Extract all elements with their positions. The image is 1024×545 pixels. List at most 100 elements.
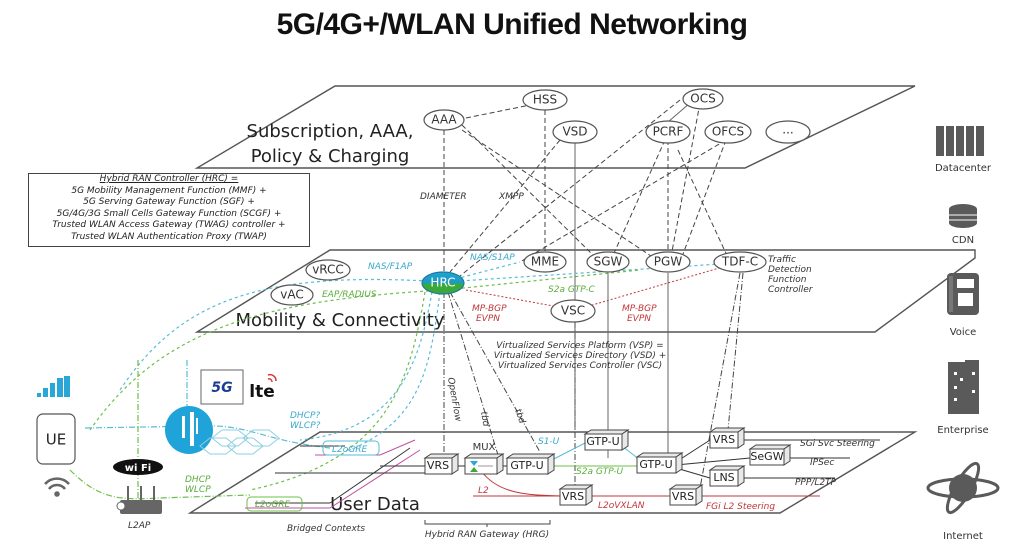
l2ap-label: L2AP xyxy=(128,521,151,531)
hrg-bracket xyxy=(424,520,551,527)
label-bridged-contexts: Bridged Contexts xyxy=(287,524,365,534)
hrc-definition-line: Trusted WLAN Authentication Proxy (TWAP) xyxy=(71,231,267,242)
svg-text:SGW: SGW xyxy=(594,255,623,269)
tdf-desc-1: Traffic xyxy=(768,255,796,265)
label-dhcp-1: DHCP xyxy=(185,475,211,485)
svg-text:VRS: VRS xyxy=(427,459,449,472)
vrs-box-3[interactable]: VRS xyxy=(668,484,704,506)
service-label-enterprise: Enterprise xyxy=(937,425,988,436)
node-vac[interactable]: vAC xyxy=(270,284,314,306)
service-label-datacenter: Datacenter xyxy=(935,163,992,174)
svg-text:TDF-C: TDF-C xyxy=(721,255,758,269)
label-openflow: OpenFlow xyxy=(445,377,463,423)
subscription-plane-label-2: Policy & Charging xyxy=(251,146,410,167)
svg-text:GTP-U: GTP-U xyxy=(510,459,543,472)
node-sgw[interactable]: SGW xyxy=(586,251,630,273)
internet-icon xyxy=(926,461,1000,515)
5g-logo-icon: 5G xyxy=(200,369,244,405)
svg-text:SeGW: SeGW xyxy=(750,450,783,463)
label-dhcp-q-1: DHCP? xyxy=(290,411,320,421)
svg-text:VRS: VRS xyxy=(562,490,584,503)
vrs-box-4[interactable]: VRS xyxy=(708,427,746,449)
node-tdf-c[interactable]: TDF-C xyxy=(713,251,767,273)
vsp-line-1: Virtualized Services Platform (VSP) = xyxy=(496,341,663,351)
svg-text:VSC: VSC xyxy=(561,304,585,318)
wifi-logo-icon: wi Fi xyxy=(113,459,163,475)
label-fgi-l2-steering: FGi L2 Steering xyxy=(706,502,775,512)
node-pgw[interactable]: PGW xyxy=(645,251,691,273)
hrc-definition-line: 5G/4G/3G Small Cells Gateway Function (S… xyxy=(56,208,282,219)
mobility-connections xyxy=(89,261,744,491)
cdn-icon xyxy=(949,204,977,228)
svg-text:VSD: VSD xyxy=(562,125,587,139)
svg-text:wi Fi: wi Fi xyxy=(125,463,151,474)
label-nas-s1ap: NAS/S1AP xyxy=(470,253,515,263)
svg-text:vRCC: vRCC xyxy=(312,263,344,277)
node-hss[interactable]: HSS xyxy=(522,89,568,111)
label-mp-bgp-left-2: EVPN xyxy=(476,314,500,324)
l2ap-router-icon[interactable] xyxy=(116,486,162,514)
label-s1-u: S1-U xyxy=(538,437,560,447)
vrs-box-2[interactable]: VRS xyxy=(558,484,594,506)
mobility-plane-label: Mobility & Connectivity xyxy=(236,310,445,331)
node-vsd[interactable]: VSD xyxy=(552,120,598,144)
vsp-line-2: Virtualized Services Directory (VSD) + xyxy=(494,351,667,361)
tdf-desc-2: Detection xyxy=(768,265,812,275)
service-label-internet: Internet xyxy=(943,531,983,542)
node-aaa[interactable]: AAA xyxy=(423,109,465,131)
svg-text:GTP-U: GTP-U xyxy=(586,435,619,448)
svg-text:PCRF: PCRF xyxy=(653,125,684,139)
svg-text:VRS: VRS xyxy=(713,433,735,446)
gtp-u-box-3[interactable]: GTP-U xyxy=(635,452,684,474)
hrc-definition-line: 5G Mobility Management Function (MMF) + xyxy=(71,185,267,196)
node-ocs[interactable]: OCS xyxy=(682,88,724,110)
diagram-title: 5G/4G+/WLAN Unified Networking xyxy=(276,8,748,41)
node-more[interactable]: ... xyxy=(765,120,811,144)
svg-text:vAC: vAC xyxy=(280,288,303,302)
node-pcrf[interactable]: PCRF xyxy=(645,120,691,144)
label-sgi-svc-steering: SGi Svc Steering xyxy=(800,439,875,449)
node-mme[interactable]: MME xyxy=(523,251,567,273)
hrc-definition-line: Trusted WLAN Access Gateway (TWAG) contr… xyxy=(52,220,286,230)
gtp-u-box-1[interactable]: GTP-U xyxy=(505,453,556,475)
node-ofcs[interactable]: OFCS xyxy=(704,120,752,144)
ue-device[interactable]: UE xyxy=(36,413,76,465)
label-mp-bgp-left-1: MP-BGP xyxy=(472,304,507,314)
label-dhcp-q-2: WLCP? xyxy=(290,421,321,431)
segw-box[interactable]: SeGW xyxy=(748,444,792,466)
label-tbd-2: tbd xyxy=(512,408,527,426)
datacenter-icon xyxy=(936,126,984,156)
hrc-definition-box: Hybrid RAN Controller (HRC) = 5G Mobilit… xyxy=(28,173,310,247)
label-l2: L2 xyxy=(478,486,489,496)
voice-icon xyxy=(947,273,979,315)
gtp-u-box-2[interactable]: GTP-U xyxy=(583,429,630,451)
node-hrc[interactable]: HRC xyxy=(421,271,465,295)
label-nas-f1ap: NAS/F1AP xyxy=(368,262,413,272)
l2ogre-tunnel-cyan[interactable]: L2oGRE xyxy=(322,440,380,456)
svg-text:AAA: AAA xyxy=(431,113,457,127)
node-vrcc[interactable]: vRCC xyxy=(305,259,351,281)
label-diameter: DIAMETER xyxy=(420,192,467,202)
svg-text:5G: 5G xyxy=(211,380,232,396)
label-ppp-l2tp: PPP/L2TP xyxy=(795,478,837,488)
label-s2a-gtp-c: S2a GTP-C xyxy=(548,285,595,295)
vrs-box-1[interactable]: VRS xyxy=(423,453,460,475)
node-vsc[interactable]: VSC xyxy=(550,299,596,323)
mux-box[interactable] xyxy=(463,453,505,475)
svg-text:OFCS: OFCS xyxy=(712,125,744,139)
label-hrg: Hybrid RAN Gateway (HRG) xyxy=(425,530,549,540)
enterprise-icon xyxy=(948,360,979,414)
vsp-line-3: Virtualized Services Controller (VSC) xyxy=(498,361,662,371)
l2ogre-tunnel-green[interactable]: L2oGRE xyxy=(246,496,303,512)
mux-label: MUX xyxy=(473,442,496,453)
label-mp-bgp-right-2: EVPN xyxy=(627,314,651,324)
svg-text:VRS: VRS xyxy=(672,490,694,503)
small-cell-icon[interactable] xyxy=(165,406,213,454)
label-mp-bgp-right-1: MP-BGP xyxy=(622,304,657,314)
lte-logo-icon: lte xyxy=(249,373,277,402)
lns-box[interactable]: LNS xyxy=(708,465,746,487)
tdf-desc-4: Controller xyxy=(768,285,814,295)
mobility-plane xyxy=(194,249,976,333)
label-tbd-1: tbd xyxy=(478,411,490,428)
